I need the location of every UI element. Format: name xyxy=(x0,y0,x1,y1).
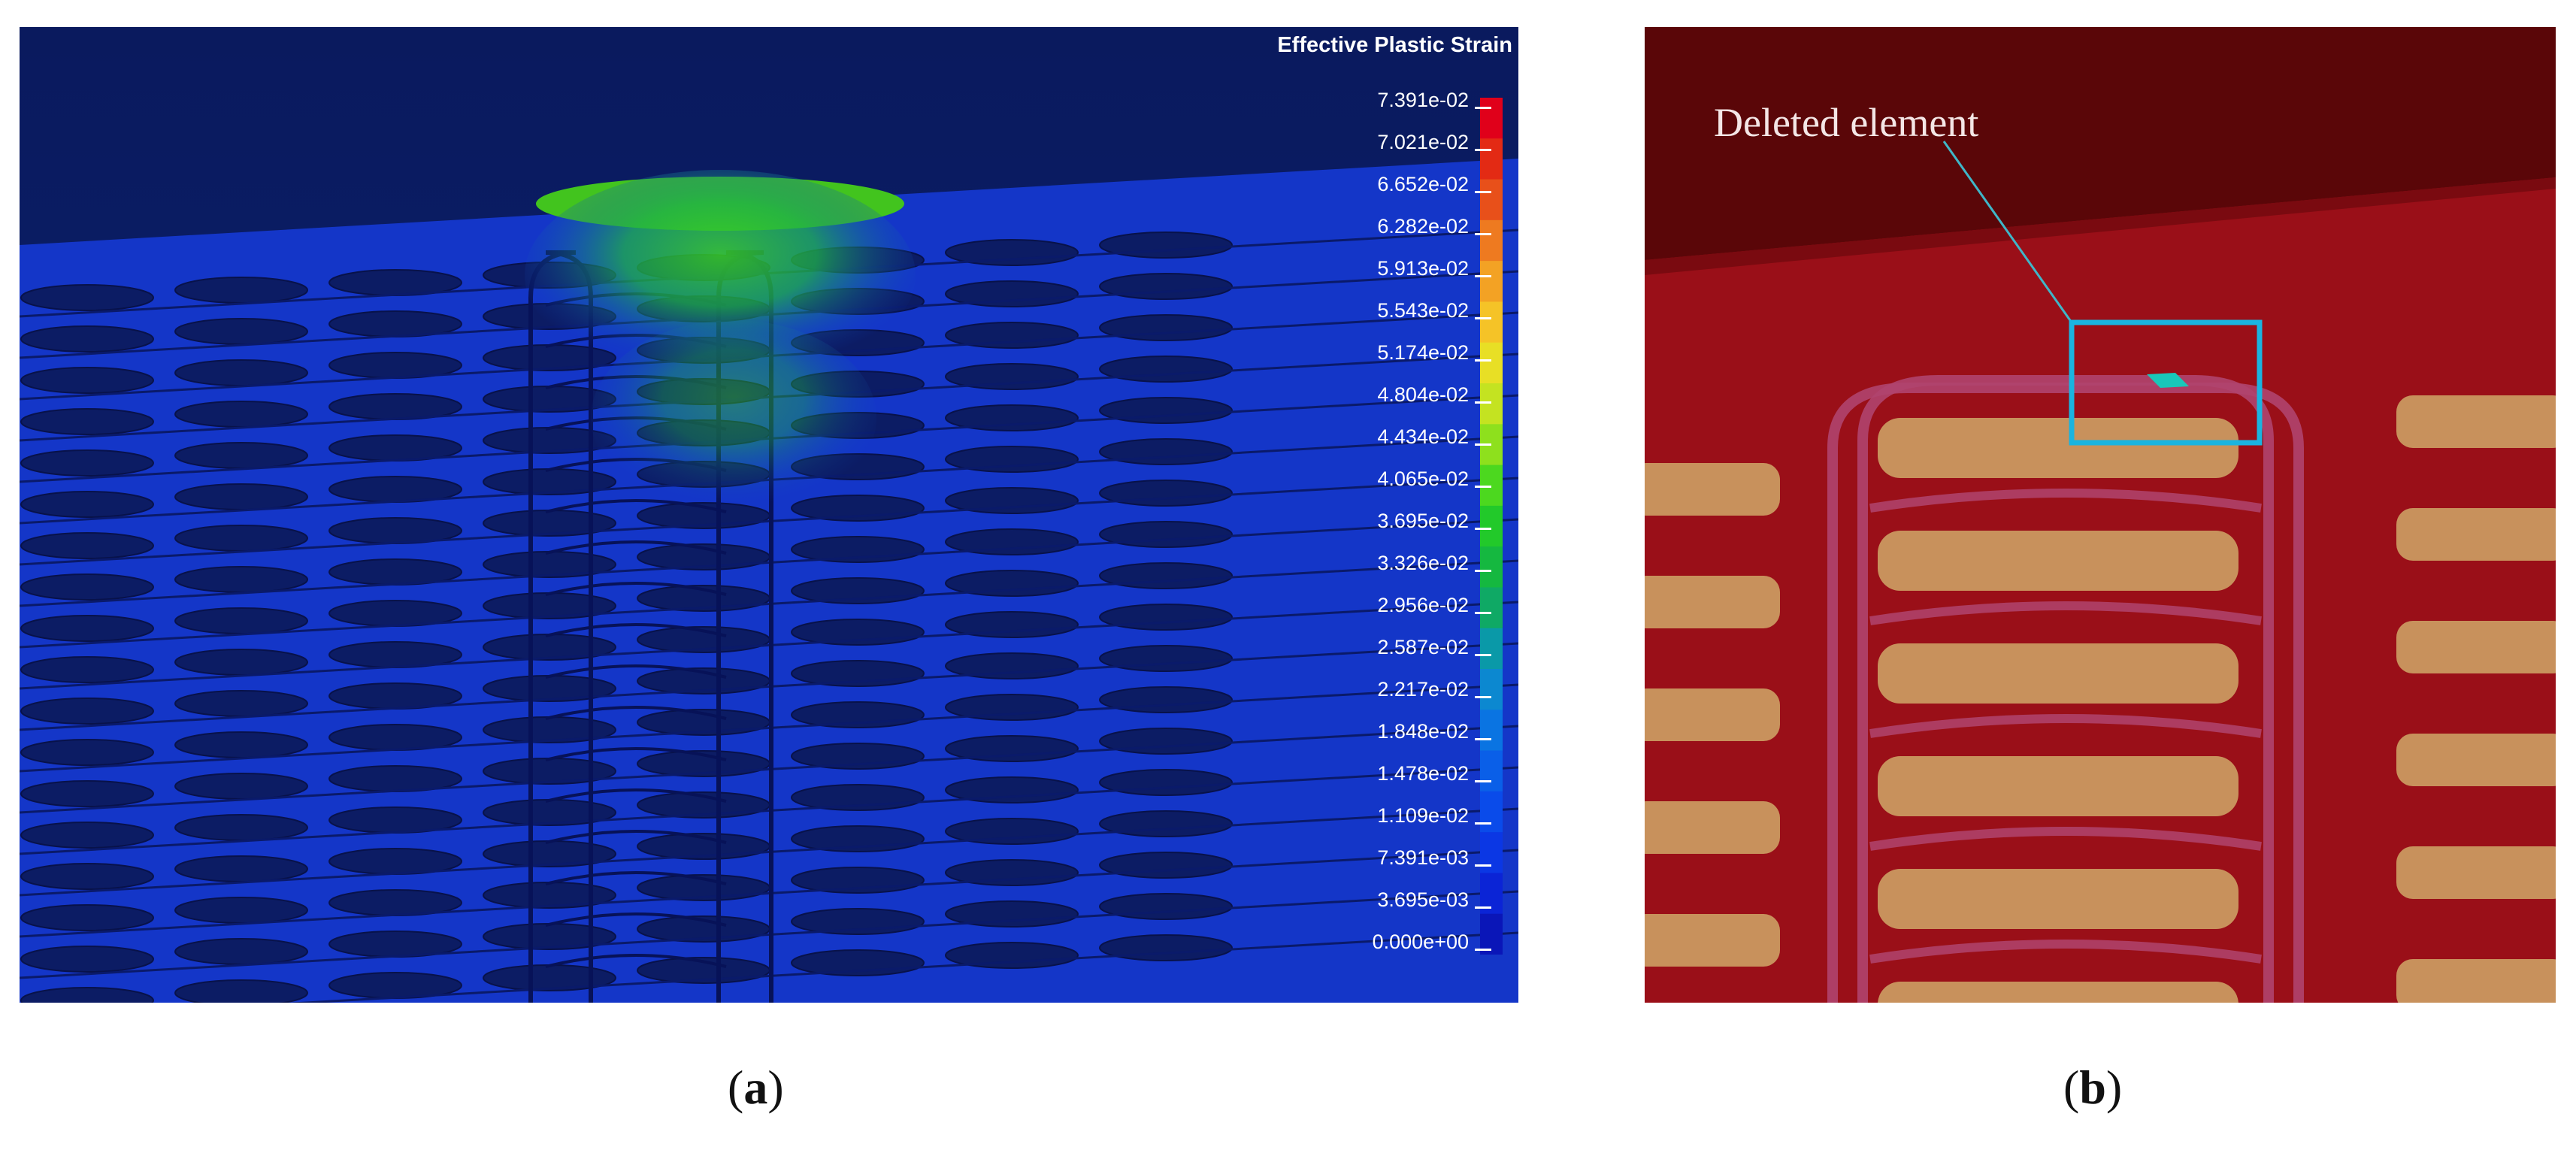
legend-label: 7.391e-03 xyxy=(1377,846,1491,869)
deleted-element-label: Deleted element xyxy=(1714,100,1979,145)
legend-swatch xyxy=(1480,913,1503,955)
strain-contour-plot xyxy=(20,27,1518,1003)
legend-title: Effective Plastic Strain xyxy=(1277,33,1512,57)
legend-swatch xyxy=(1480,628,1503,670)
legend-label: 7.391e-02 xyxy=(1377,89,1491,111)
highlight-box xyxy=(2069,319,2263,446)
legend-label: 7.021e-02 xyxy=(1377,131,1491,153)
legend-swatch xyxy=(1480,138,1503,180)
legend-swatch xyxy=(1480,669,1503,711)
legend-swatch xyxy=(1480,546,1503,589)
legend-label: 5.913e-02 xyxy=(1377,257,1491,280)
legend-label: 4.065e-02 xyxy=(1377,468,1491,490)
tan-yarns xyxy=(1645,395,2556,1003)
legend-label: 6.282e-02 xyxy=(1377,215,1491,238)
legend-label: 4.804e-02 xyxy=(1377,383,1491,406)
legend-swatch xyxy=(1480,179,1503,221)
legend-label: 3.695e-03 xyxy=(1377,888,1491,911)
legend-swatch xyxy=(1480,342,1503,384)
pink-binders xyxy=(1827,375,2304,1003)
panel-a-strain-contour: Effective Plastic Strain 7.391e-02 7.021e… xyxy=(20,27,1518,1003)
legend-swatch xyxy=(1480,383,1503,425)
annotation-leader-line xyxy=(1942,141,2073,323)
legend-label: 1.848e-02 xyxy=(1377,720,1491,743)
deleted-element-view xyxy=(1645,27,2556,1003)
legend-swatch xyxy=(1480,710,1503,752)
legend-swatch xyxy=(1480,301,1503,343)
legend-swatch xyxy=(1480,98,1503,140)
top-face xyxy=(1645,27,2556,260)
legend-label: 2.956e-02 xyxy=(1377,594,1491,616)
legend-swatch xyxy=(1480,219,1503,262)
legend-swatch xyxy=(1480,832,1503,874)
legend-label: 2.217e-02 xyxy=(1377,678,1491,701)
legend-label: 4.434e-02 xyxy=(1377,425,1491,448)
legend-label: 1.478e-02 xyxy=(1377,762,1491,785)
legend-swatch xyxy=(1480,261,1503,303)
legend-label: 5.543e-02 xyxy=(1377,299,1491,322)
caption-b: (b) xyxy=(2063,1061,2123,1114)
legend-swatch xyxy=(1480,587,1503,629)
legend-label: 3.695e-02 xyxy=(1377,510,1491,532)
legend-label: 5.174e-02 xyxy=(1377,341,1491,364)
legend-label: 0.000e+00 xyxy=(1372,931,1492,953)
plastic-zone xyxy=(525,170,916,380)
deleted-element xyxy=(2147,373,2189,388)
legend-color-bar xyxy=(1480,98,1503,955)
legend-label: 6.652e-02 xyxy=(1377,173,1491,195)
legend-swatch xyxy=(1480,750,1503,792)
legend-label: 2.587e-02 xyxy=(1377,636,1491,658)
legend-swatch xyxy=(1480,791,1503,834)
panel-b-deleted-element: Deleted element xyxy=(1645,27,2556,1003)
legend-label: 3.326e-02 xyxy=(1377,552,1491,574)
caption-a: (a) xyxy=(728,1061,784,1114)
legend-swatch xyxy=(1480,505,1503,548)
legend-label: 1.109e-02 xyxy=(1377,804,1491,827)
